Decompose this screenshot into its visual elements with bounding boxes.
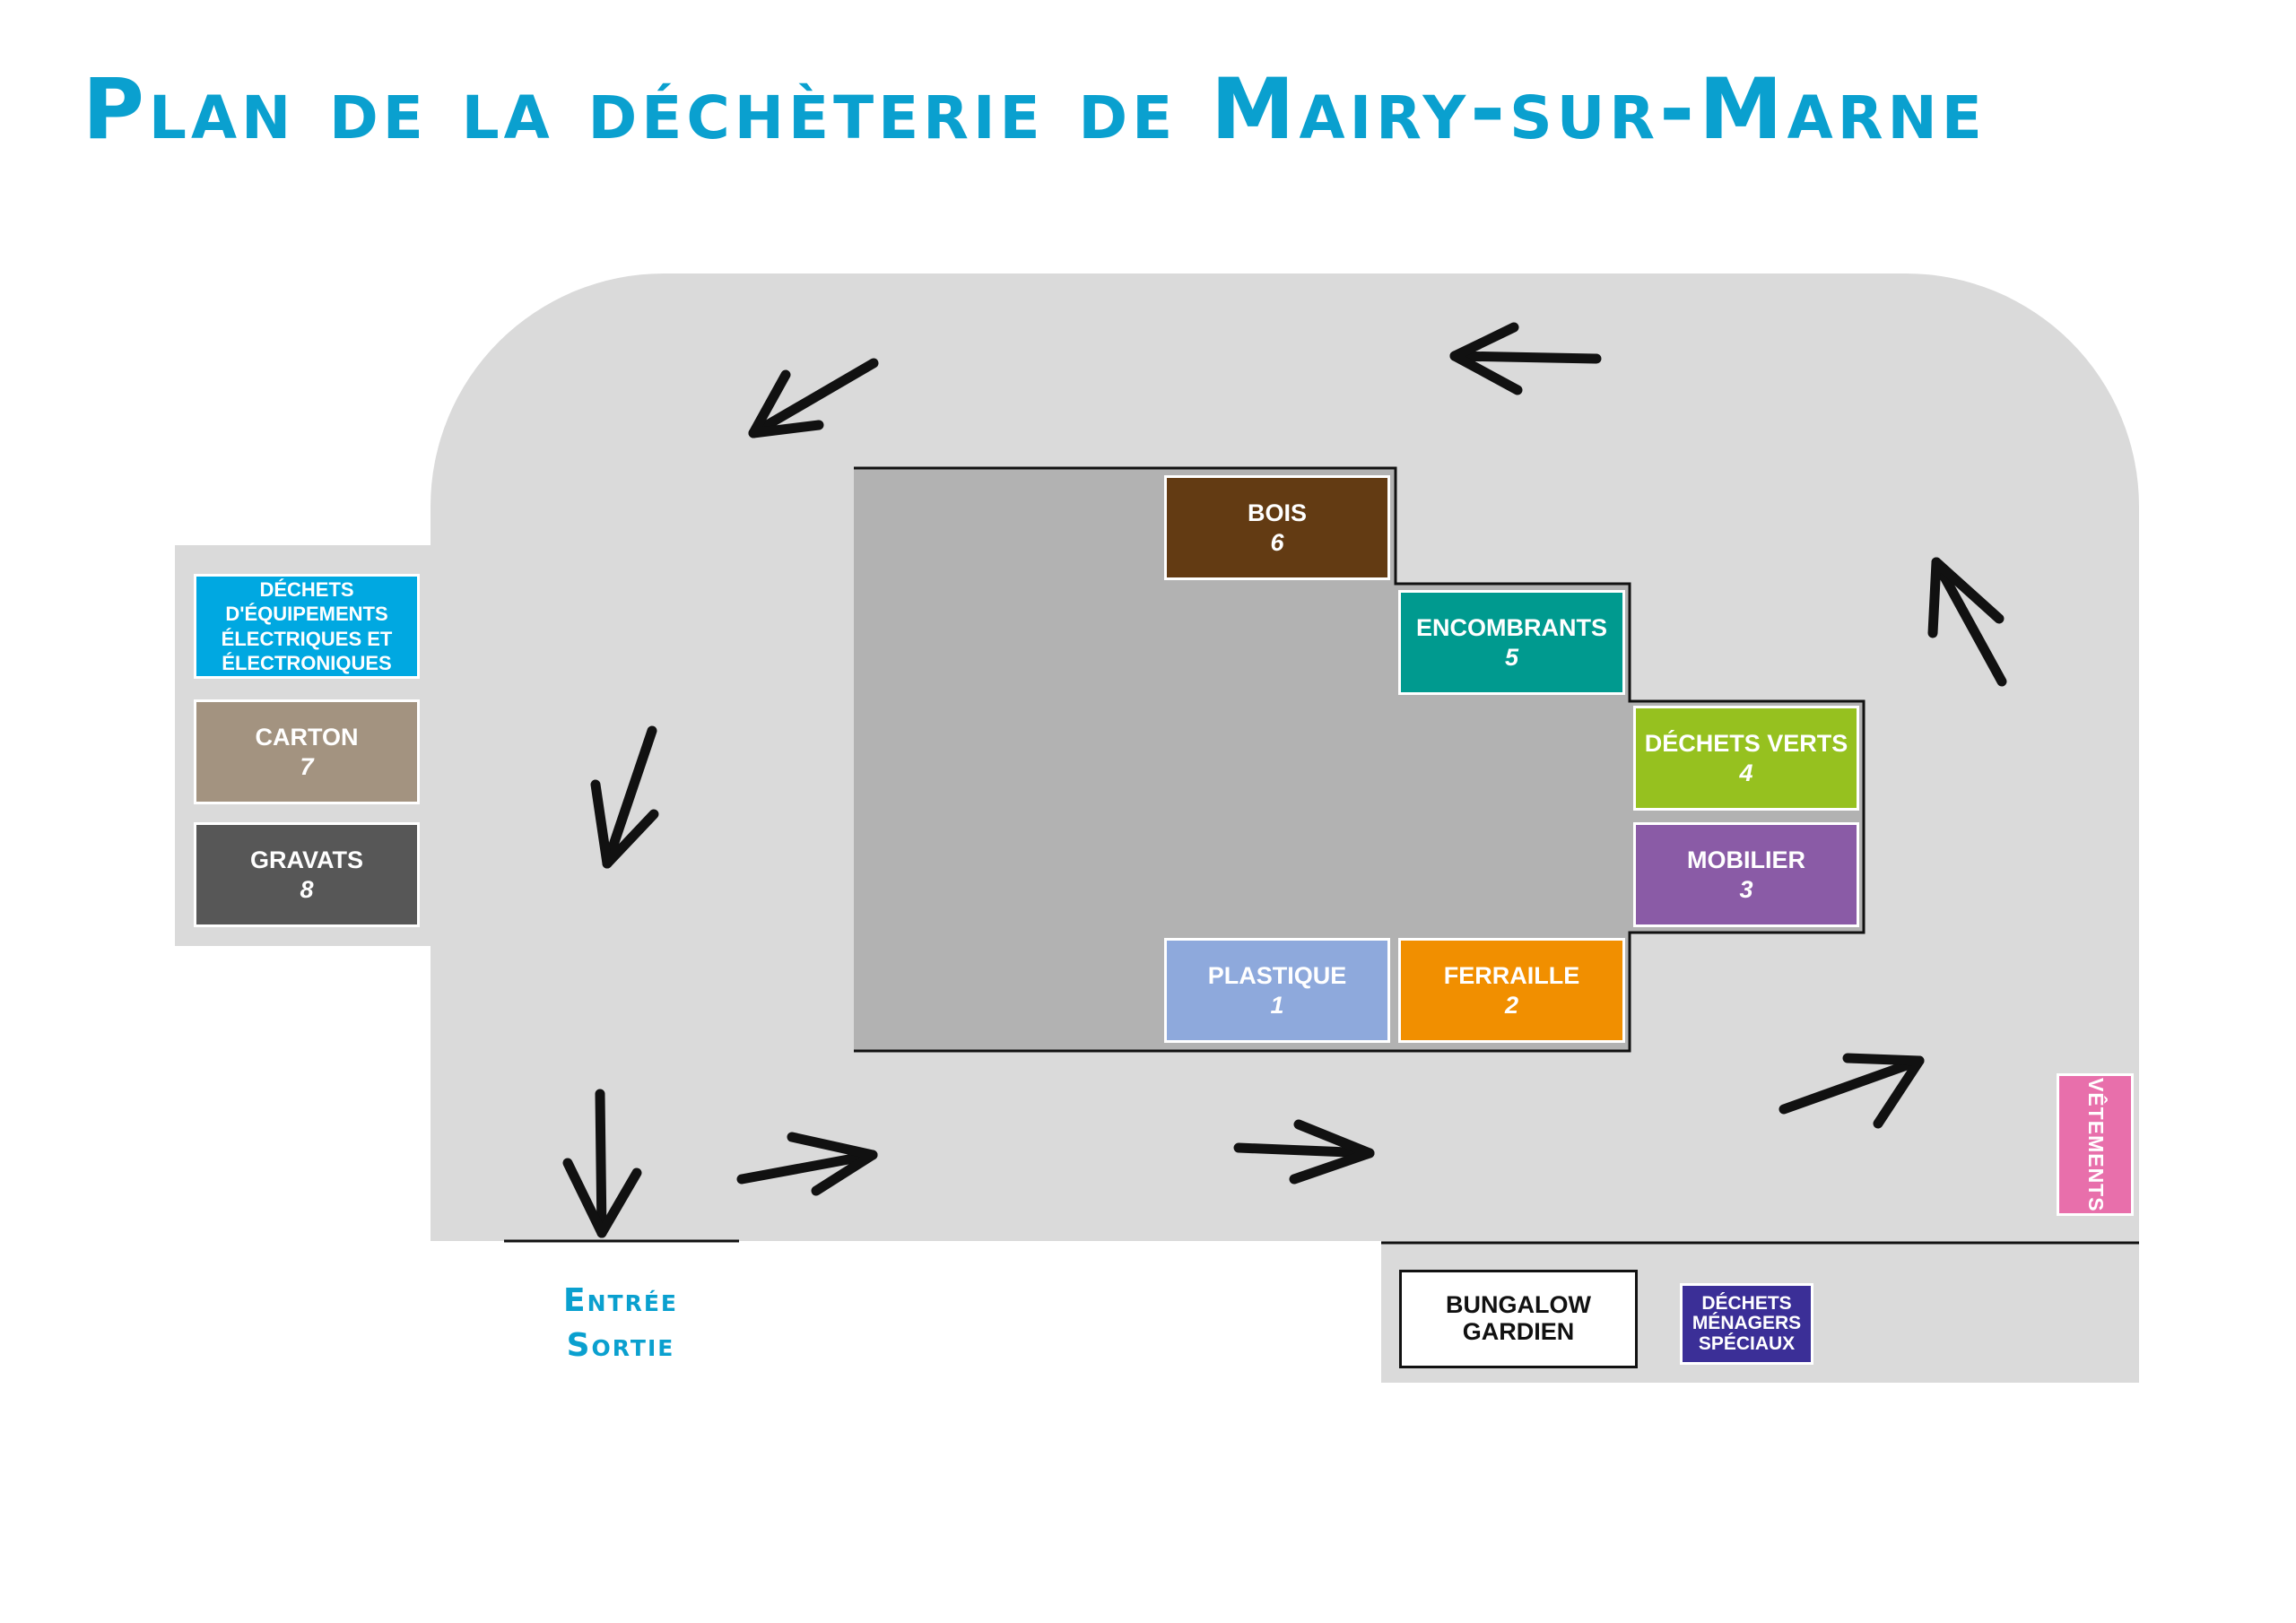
station-bois-number: 6 — [1270, 528, 1284, 556]
station-deee-line-1: DÉCHETS — [259, 577, 354, 601]
station-carton: CARTON 7 — [194, 699, 420, 804]
dms-line-1: DÉCHETS — [1701, 1293, 1792, 1315]
station-mobilier-number: 3 — [1739, 875, 1753, 903]
station-vetements: VÊTEMENTS — [2057, 1073, 2134, 1216]
station-deee-line-3: ÉLECTRIQUES ET — [221, 627, 393, 650]
bungalow-gardien: BUNGALOW GARDIEN — [1399, 1270, 1638, 1368]
station-carton-number: 7 — [300, 752, 314, 780]
station-bois-label: BOIS — [1247, 499, 1307, 527]
arrow-entrance-south — [562, 1089, 642, 1238]
entrance-exit-label: Entrée Sortie — [531, 1279, 710, 1368]
arrow-bottom-east-2 — [1233, 1119, 1375, 1185]
station-gravats-number: 8 — [300, 875, 314, 903]
station-deee-line-2: D'ÉQUIPEMENTS — [225, 603, 388, 625]
arrow-top-southwest — [748, 358, 879, 438]
station-gravats: GRAVATS 8 — [194, 822, 420, 927]
station-dechets-verts: DÉCHETS VERTS 4 — [1633, 706, 1859, 811]
station-plastique-label: PLASTIQUE — [1207, 962, 1347, 990]
station-plastique: PLASTIQUE 1 — [1164, 938, 1390, 1043]
station-encombrants-label: ENCOMBRANTS — [1416, 614, 1607, 642]
exit-label: Sortie — [566, 1327, 675, 1364]
arrow-bottom-northeast — [1779, 1053, 1925, 1129]
station-vetements-label: VÊTEMENTS — [2083, 1077, 2108, 1212]
station-encombrants: ENCOMBRANTS 5 — [1398, 590, 1625, 695]
arrow-left-south — [590, 725, 659, 869]
station-carton-label: CARTON — [255, 724, 359, 751]
station-plastique-number: 1 — [1270, 991, 1284, 1019]
entrance-label: Entrée — [563, 1282, 678, 1319]
station-dechets-verts-number: 4 — [1739, 759, 1753, 786]
bungalow-line-1: BUNGALOW — [1446, 1291, 1591, 1319]
station-deee-line-4: ÉLECTRONIQUES — [222, 652, 392, 674]
station-gravats-label: GRAVATS — [250, 846, 363, 874]
arrow-bottom-east-1 — [736, 1132, 878, 1196]
station-mobilier-label: MOBILIER — [1687, 846, 1805, 874]
station-mobilier: MOBILIER 3 — [1633, 822, 1859, 927]
bungalow-line-2: GARDIEN — [1462, 1318, 1575, 1345]
dms-line-2: MÉNAGERS — [1692, 1313, 1802, 1334]
station-dechets-menagers-speciaux: DÉCHETS MÉNAGERS SPÉCIAUX — [1680, 1283, 1813, 1365]
station-ferraille-number: 2 — [1504, 991, 1519, 1019]
station-deee: DÉCHETS D'ÉQUIPEMENTS ÉLECTRIQUES ET ÉLE… — [194, 574, 420, 679]
station-ferraille-label: FERRAILLE — [1443, 962, 1580, 990]
station-encombrants-number: 5 — [1504, 643, 1519, 671]
arrow-top-west — [1449, 322, 1602, 395]
arrow-right-north — [1927, 557, 2007, 687]
station-dechets-verts-label: DÉCHETS VERTS — [1644, 730, 1848, 758]
station-bois: BOIS 6 — [1164, 475, 1390, 580]
dms-line-3: SPÉCIAUX — [1698, 1332, 1796, 1354]
page-title: Plan de la déchèterie de Mairy-sur-Marne — [83, 61, 1987, 159]
station-ferraille: FERRAILLE 2 — [1398, 938, 1625, 1043]
